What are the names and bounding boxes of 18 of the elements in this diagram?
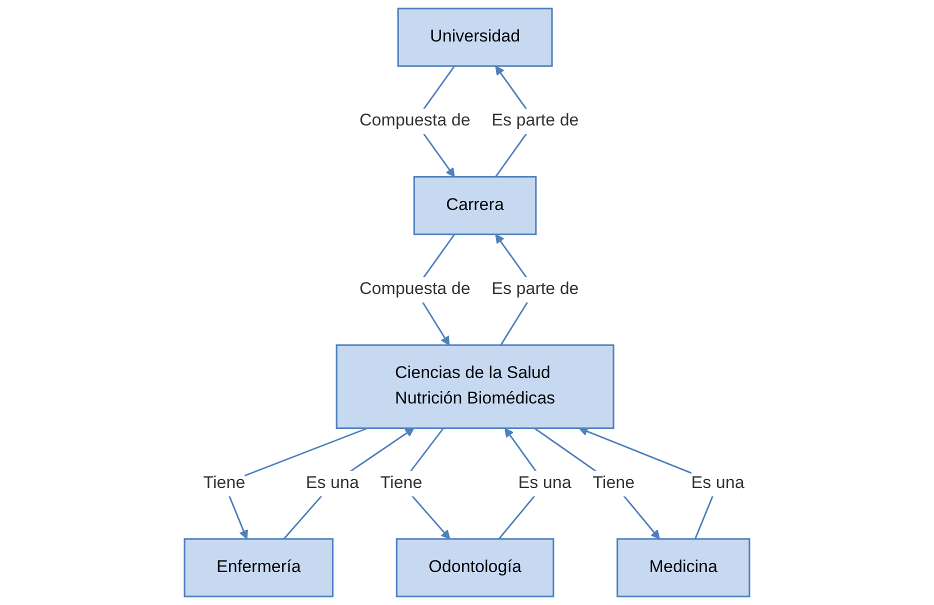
edge-label: Compuesta de [359, 112, 470, 130]
edge-label: Compuesta de [359, 280, 470, 298]
edge-label: Es una [518, 474, 572, 492]
edge-label: Es parte de [492, 112, 579, 130]
edge-label: Es una [306, 474, 359, 492]
edge-label: Tiene [203, 474, 246, 492]
edge-label: Es una [691, 474, 744, 492]
node-box: Carrera [413, 176, 537, 236]
edge-label: Es parte de [492, 280, 579, 298]
edge-label: Tiene [380, 474, 422, 492]
arrow [283, 428, 414, 540]
node-box: Odontología [396, 538, 554, 598]
node-box: Ciencias de la Salud Nutrición Biomédicas [336, 344, 614, 429]
node-box: Universidad [397, 8, 553, 67]
edge-label: Tiene [592, 474, 635, 492]
node-box: Medicina [616, 538, 750, 598]
node-box: Enfermería [184, 538, 334, 598]
arrow [534, 428, 660, 540]
